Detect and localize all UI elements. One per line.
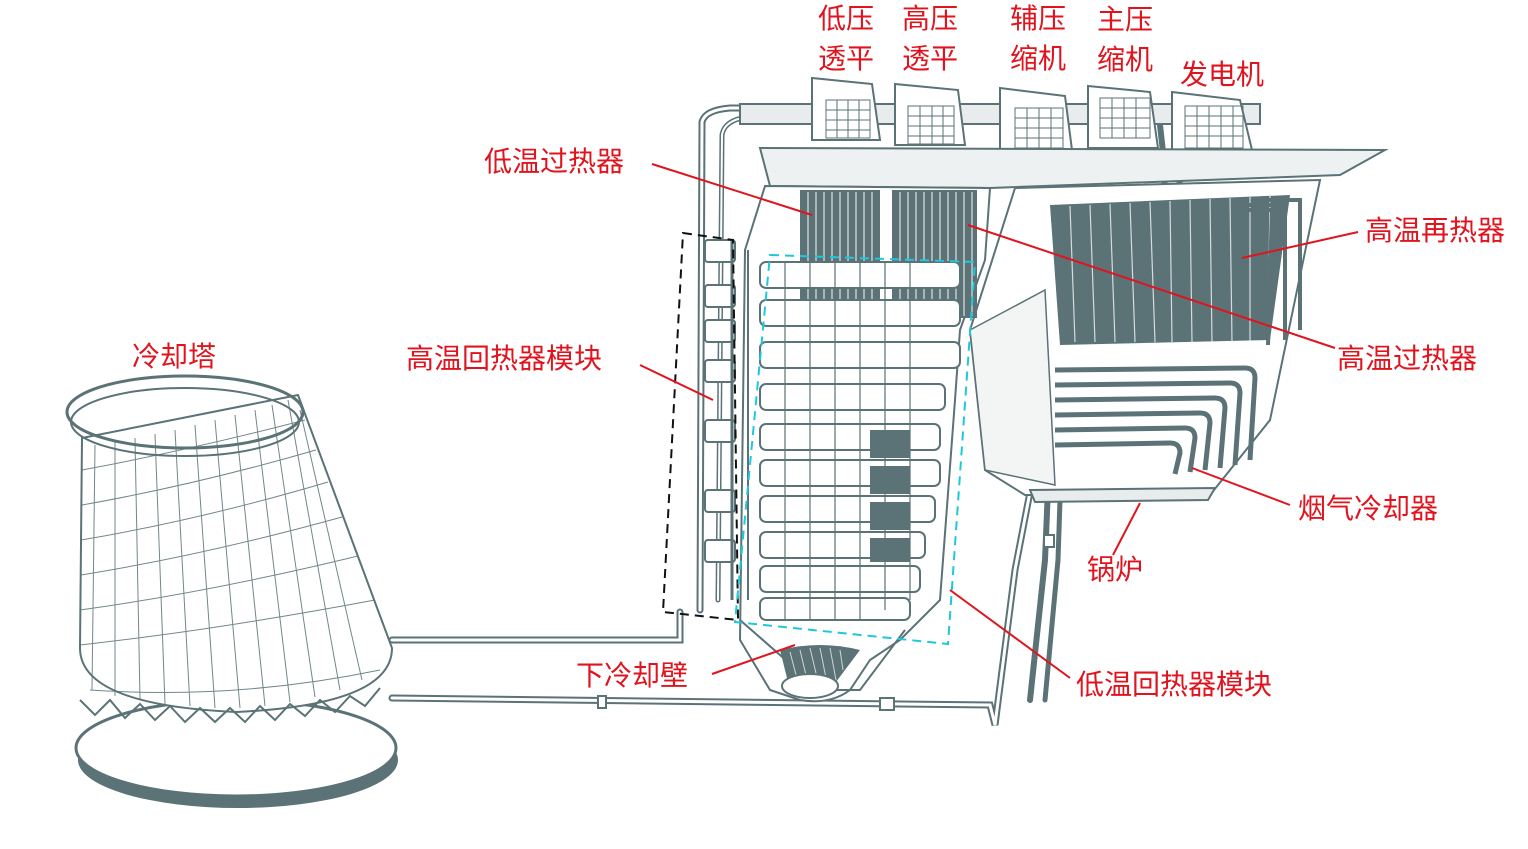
label-main-compressor-line2: 缩机 <box>1097 43 1154 76</box>
leader-boiler <box>1112 502 1141 556</box>
label-boiler: 锅炉 <box>1087 553 1144 586</box>
label-aux-compressor-line1: 辅压 <box>1010 2 1067 35</box>
lp-turbine <box>811 76 882 141</box>
label-cooling-tower: 冷却塔 <box>132 340 217 373</box>
flue-gas-cooler <box>1054 365 1258 475</box>
low-temp-superheater <box>800 190 880 310</box>
label-main-compressor-line1: 主压 <box>1097 3 1154 36</box>
low-temp-recuperator-grid <box>759 261 961 621</box>
high-temp-reheater <box>1050 195 1302 346</box>
label-lp-turbine-line1: 低压 <box>818 2 875 35</box>
generator <box>1171 90 1254 151</box>
label-lp-turbine-line2: 透平 <box>818 42 875 75</box>
label-aux-compressor: 辅压 缩机 <box>1010 0 1066 79</box>
label-low-temp-recuperator-module: 低温回热器模块 <box>1076 668 1273 701</box>
label-hp-turbine: 高压 透平 <box>902 0 958 79</box>
label-flue-gas-cooler: 烟气冷却器 <box>1298 492 1439 525</box>
leader-lower-water-wall <box>711 644 796 675</box>
turbomachinery <box>739 76 1261 151</box>
high-temp-recuperator-box <box>661 231 740 622</box>
label-hp-turbine-line2: 透平 <box>902 42 959 75</box>
hp-turbine <box>894 82 967 146</box>
leader-high-temp-recuperator <box>639 364 714 401</box>
label-lower-water-wall: 下冷却壁 <box>576 659 689 692</box>
high-temp-superheater <box>892 190 977 318</box>
leader-high-temp-superheater <box>967 224 1336 349</box>
leader-low-temp-superheater <box>651 163 813 216</box>
low-temp-recuperator-box <box>733 253 977 646</box>
label-main-compressor: 主压 缩机 <box>1097 0 1153 80</box>
main-compressor <box>1087 84 1160 149</box>
label-lp-turbine: 低压 透平 <box>818 0 874 79</box>
label-high-temp-reheater: 高温再热器 <box>1365 214 1506 247</box>
cooling-tower <box>65 374 398 808</box>
label-aux-compressor-line2: 缩机 <box>1010 42 1067 75</box>
label-high-temp-recuperator-module: 高温回热器模块 <box>406 342 603 375</box>
leader-flue-gas-cooler <box>1191 467 1291 506</box>
aux-compressor <box>999 86 1074 151</box>
label-generator: 发电机 <box>1180 58 1265 91</box>
leader-lines <box>639 163 1359 679</box>
label-high-temp-superheater: 高温过热器 <box>1337 342 1478 375</box>
leader-low-temp-recuperator <box>949 589 1071 679</box>
lower-water-wall <box>780 645 860 699</box>
leader-high-temp-reheater <box>1241 231 1359 259</box>
label-low-temp-superheater: 低温过热器 <box>484 145 625 178</box>
label-hp-turbine-line1: 高压 <box>902 2 959 35</box>
